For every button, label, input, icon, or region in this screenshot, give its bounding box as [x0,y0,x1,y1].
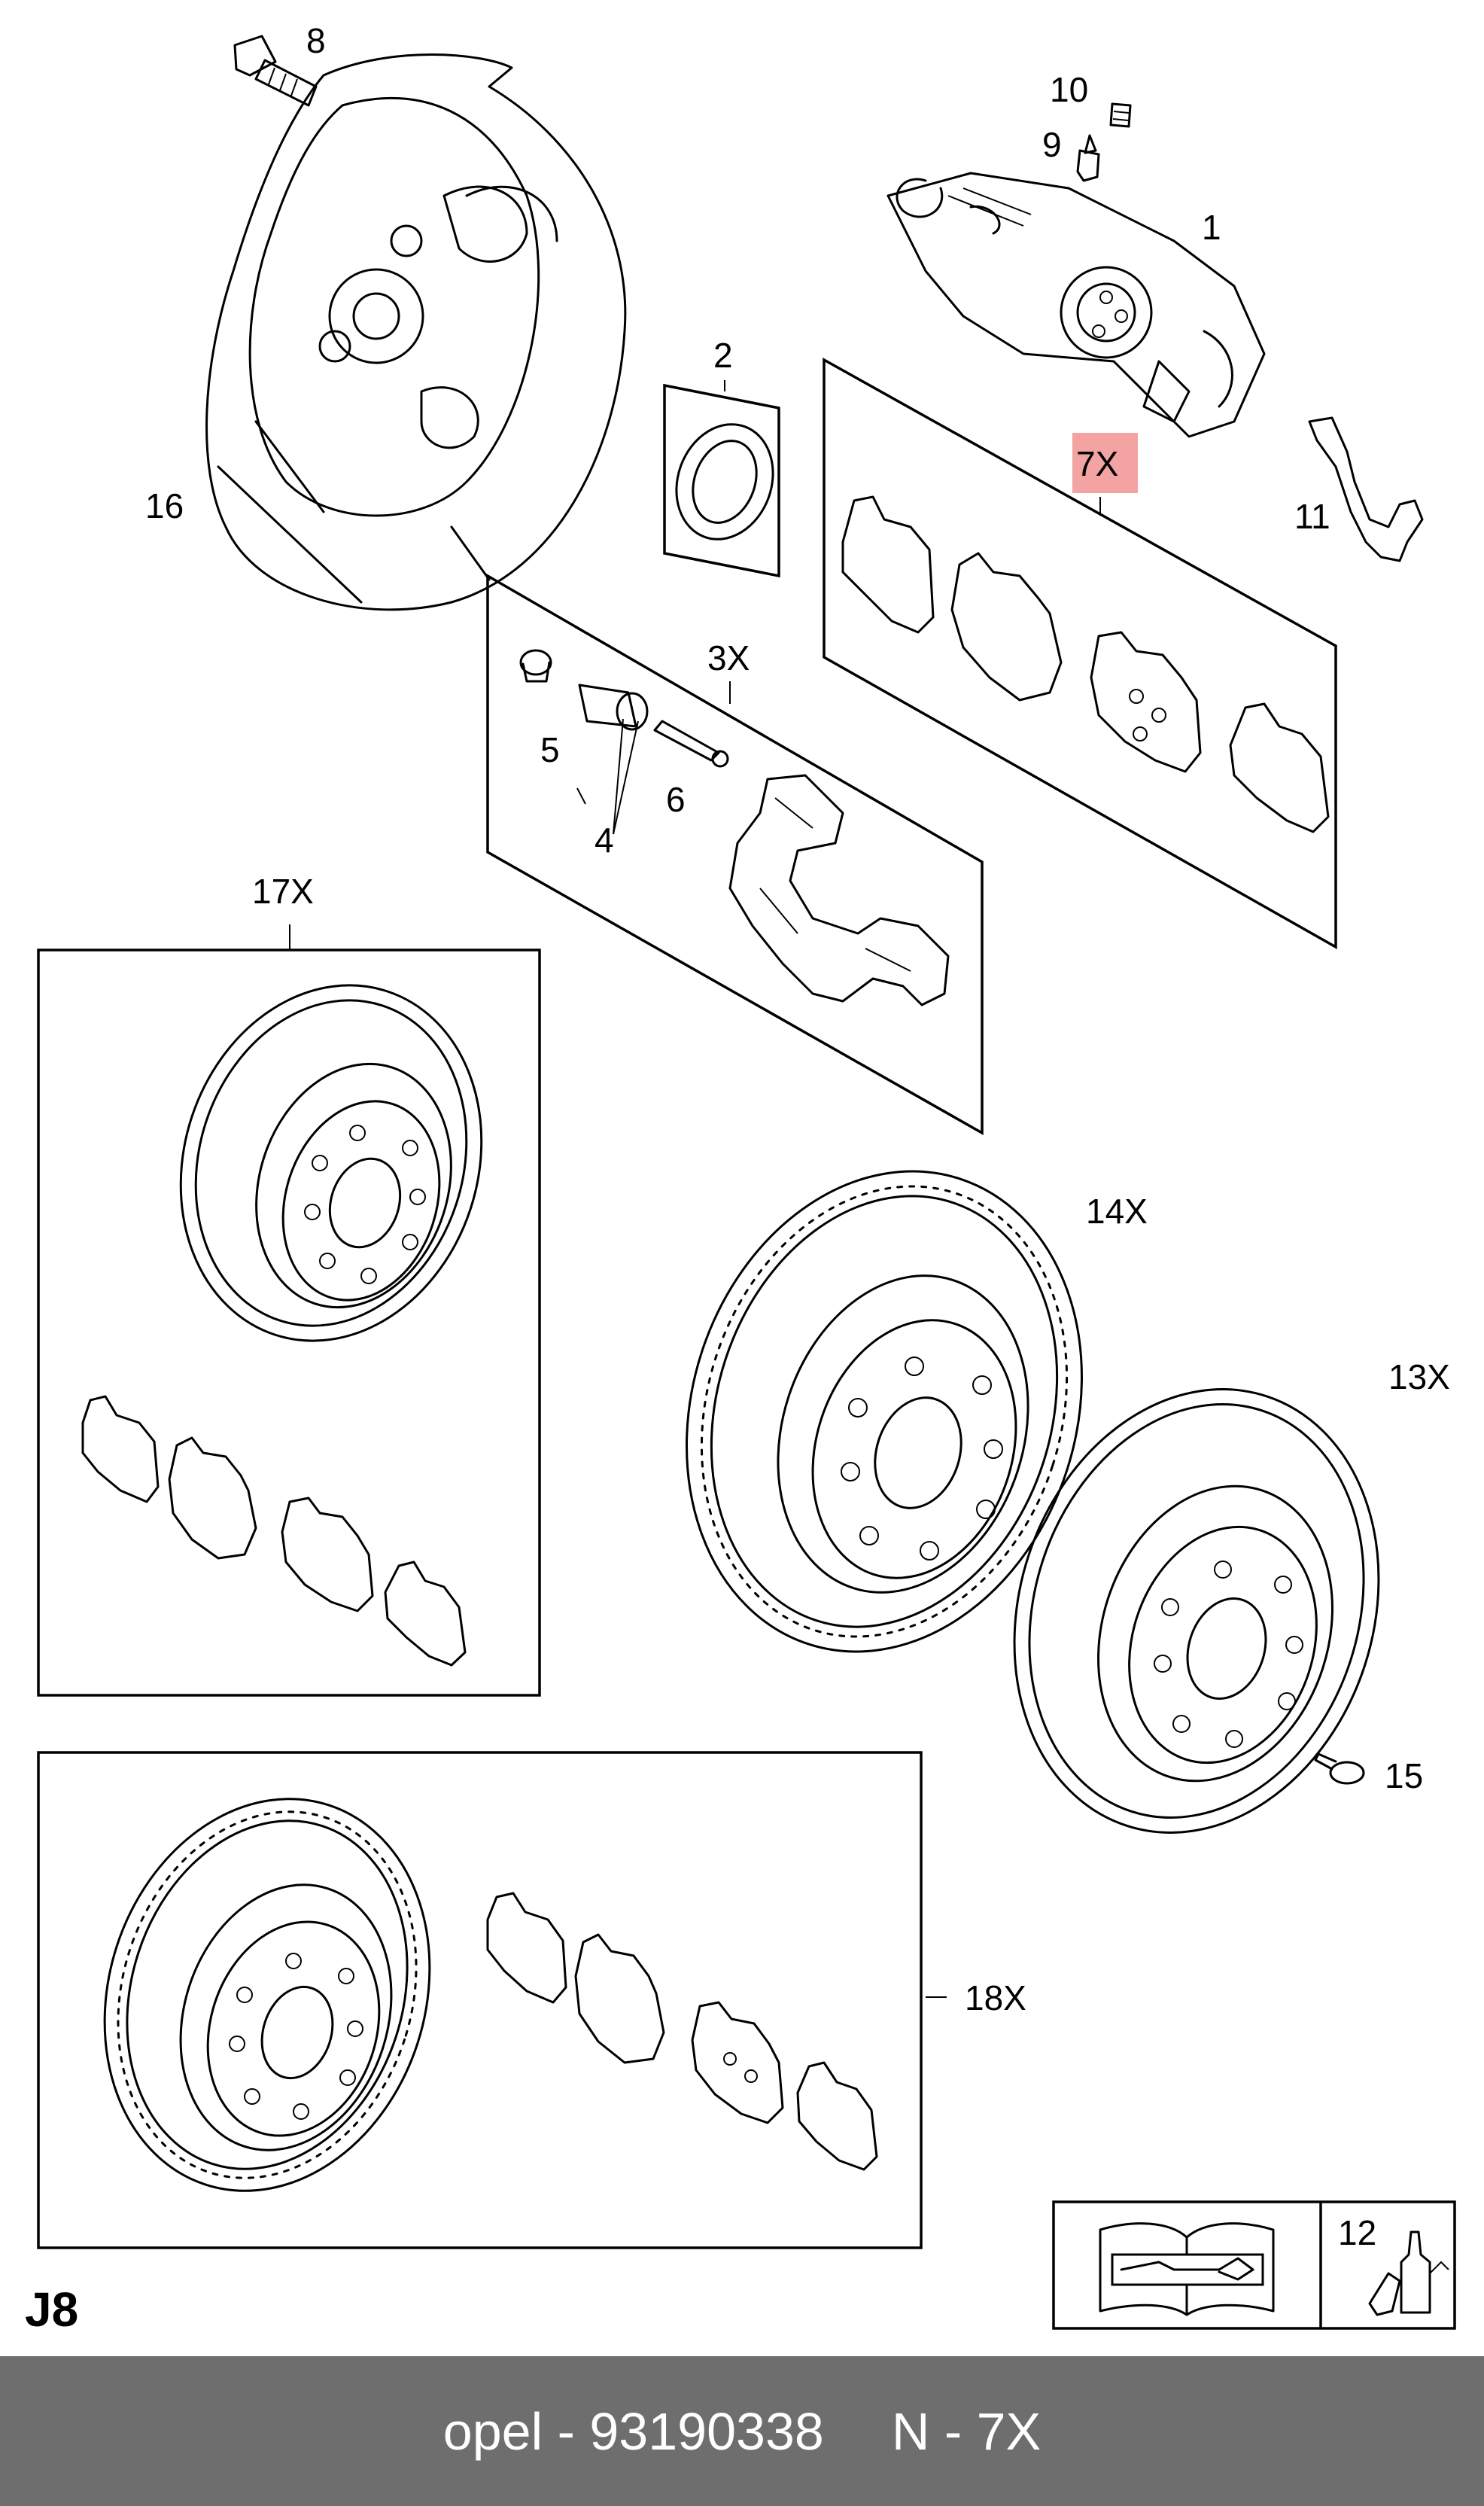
callout-15: 15 [1385,1756,1423,1795]
pad-set-17x-drawing [81,1395,467,1667]
callout-2: 2 [713,336,733,375]
bleeder-cap-drawing [1109,102,1132,128]
callout-5: 5 [540,730,560,769]
footer-part-number: 93190338 [589,2401,824,2461]
brake-disc-14x-drawing [686,1170,1083,1653]
callout-3x: 3X [707,638,750,678]
callout-labels: 8 10 9 1 2 7X 16 11 3X 5 6 4 17X 14X 13X… [25,21,1450,2337]
callout-1: 1 [1202,208,1221,247]
thread-lock-bottle-icon [1368,2230,1449,2316]
disc-screw-drawing [1314,1752,1365,1785]
callout-17x: 17X [252,872,314,911]
caliper-drawing [886,172,1266,438]
carrier-box [486,573,984,1136]
disc-pad-box-18x [37,1751,923,2249]
catalog-code: J8 [25,2282,78,2337]
callout-16: 16 [145,486,184,525]
callout-11: 11 [1294,497,1330,536]
callout-9: 9 [1042,125,1062,164]
footer-separator: - [543,2401,590,2461]
parts-diagram: 8 10 9 1 2 7X 16 11 3X 5 6 4 17X 14X 13X… [25,21,1456,2337]
callout-14x: 14X [1086,1192,1148,1231]
callout-12: 12 [1338,2213,1376,2252]
seal-box [663,383,780,578]
legend-box [1052,2200,1456,2330]
guide-pin-set-drawing [519,649,729,768]
footer-brand: opel [442,2401,543,2461]
callout-8: 8 [306,21,326,60]
pad-set-18x-drawing [486,1892,878,2171]
workshop-manual-icon [1099,2222,1275,2316]
callout-18x: 18X [965,1978,1026,2017]
spring-clip-drawing [1308,416,1424,562]
footer-bar: opel - 93190338 N - 7X [0,2356,1484,2506]
pad-set-7x-drawing [841,495,1330,833]
callout-4: 4 [595,821,614,860]
backing-plate-drawing [205,53,627,611]
brake-disc-18x-drawing [103,1798,431,2192]
bolt-8-drawing [233,35,318,107]
callout-10: 10 [1050,70,1088,109]
callout-13x: 13X [1388,1357,1450,1396]
brake-disc-13x-drawing [1013,1388,1380,1834]
disc-pad-box-17x [37,949,541,1697]
bleeder-valve-drawing [1076,134,1100,182]
callout-7x-highlight [1072,433,1138,493]
callout-6: 6 [666,780,686,819]
footer-position-ref: N - 7X [891,2401,1042,2461]
caliper-carrier-drawing [728,774,950,1006]
leader-lines [289,380,1101,1998]
brake-disc-17x-drawing [179,984,483,1342]
pad-set-box [823,358,1337,950]
callout-7x: 7X [1076,444,1118,483]
